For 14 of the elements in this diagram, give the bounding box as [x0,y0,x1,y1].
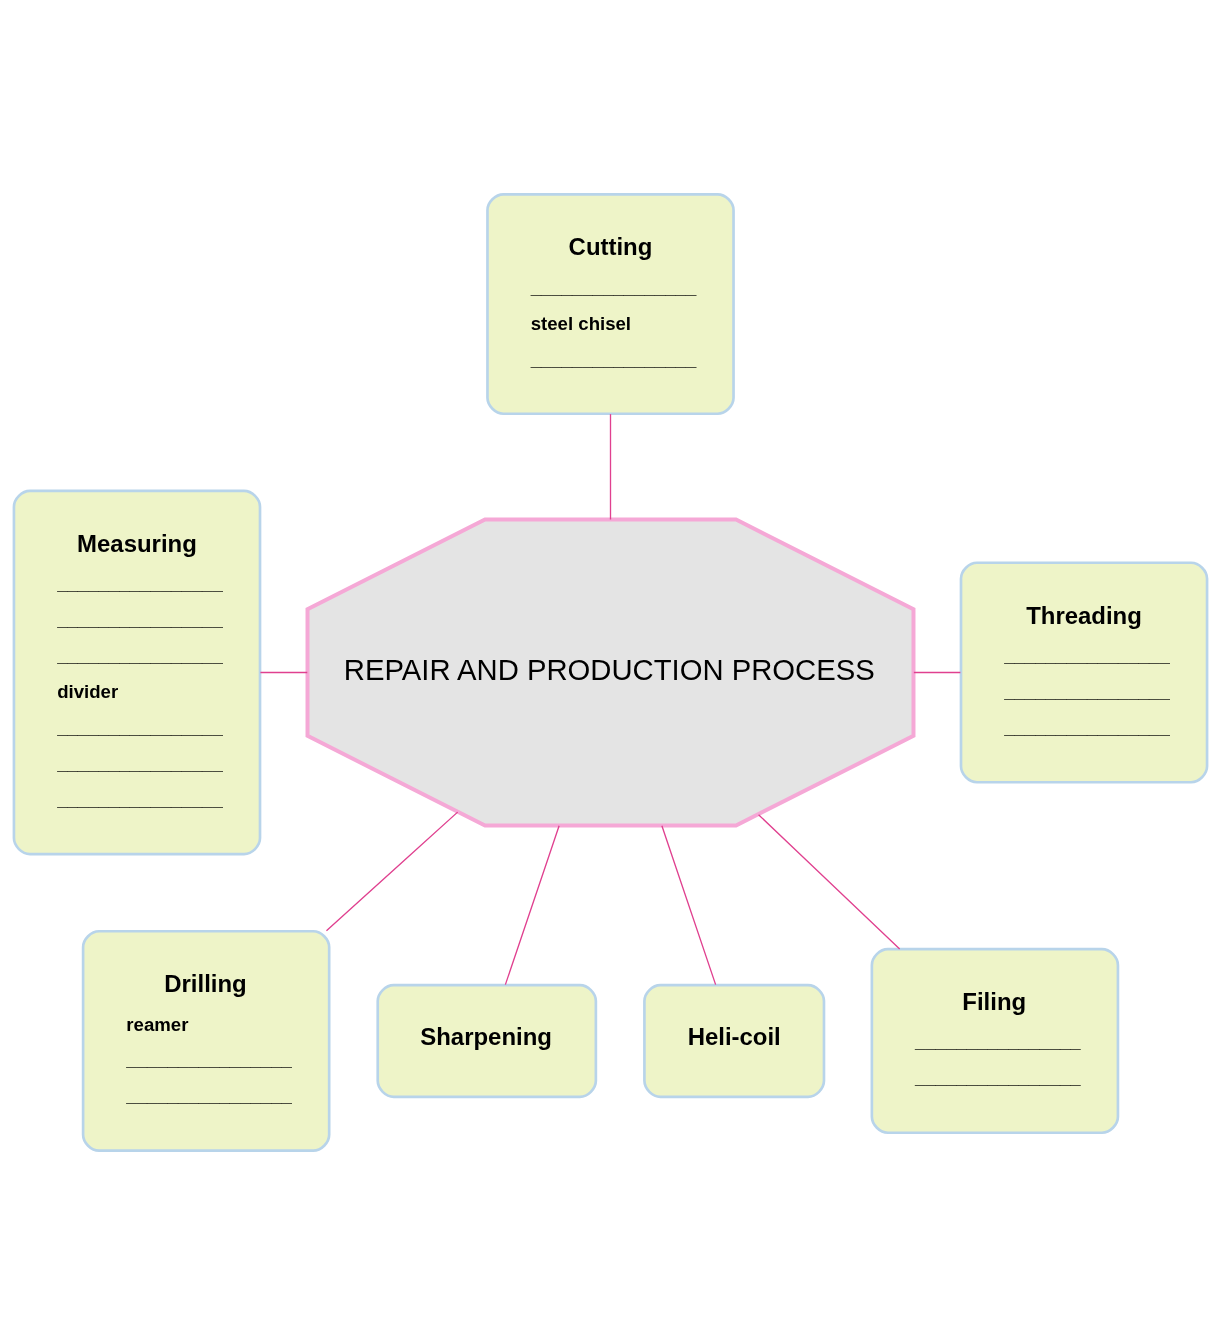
connector [609,412,612,520]
connector [661,824,717,985]
connector [913,671,962,673]
connector [504,824,560,985]
node-box: Filing ________________ ________________ [870,947,1120,1134]
node-box: Measuring ________________ ________________ ________________ divider ________________ ________________ ________________ [12,489,262,855]
node-box: Drilling reamer ________________ ________________ [81,929,331,1152]
node-box: Sharpening [376,983,598,1098]
node-box: Cutting ________________ steel chisel ________________ [486,192,735,415]
node-box: Threading ________________ ________________ ________________ [959,560,1209,784]
node-box: Heli-coil [643,983,826,1098]
connector [757,813,901,950]
connector [325,810,459,931]
connector [259,671,308,673]
